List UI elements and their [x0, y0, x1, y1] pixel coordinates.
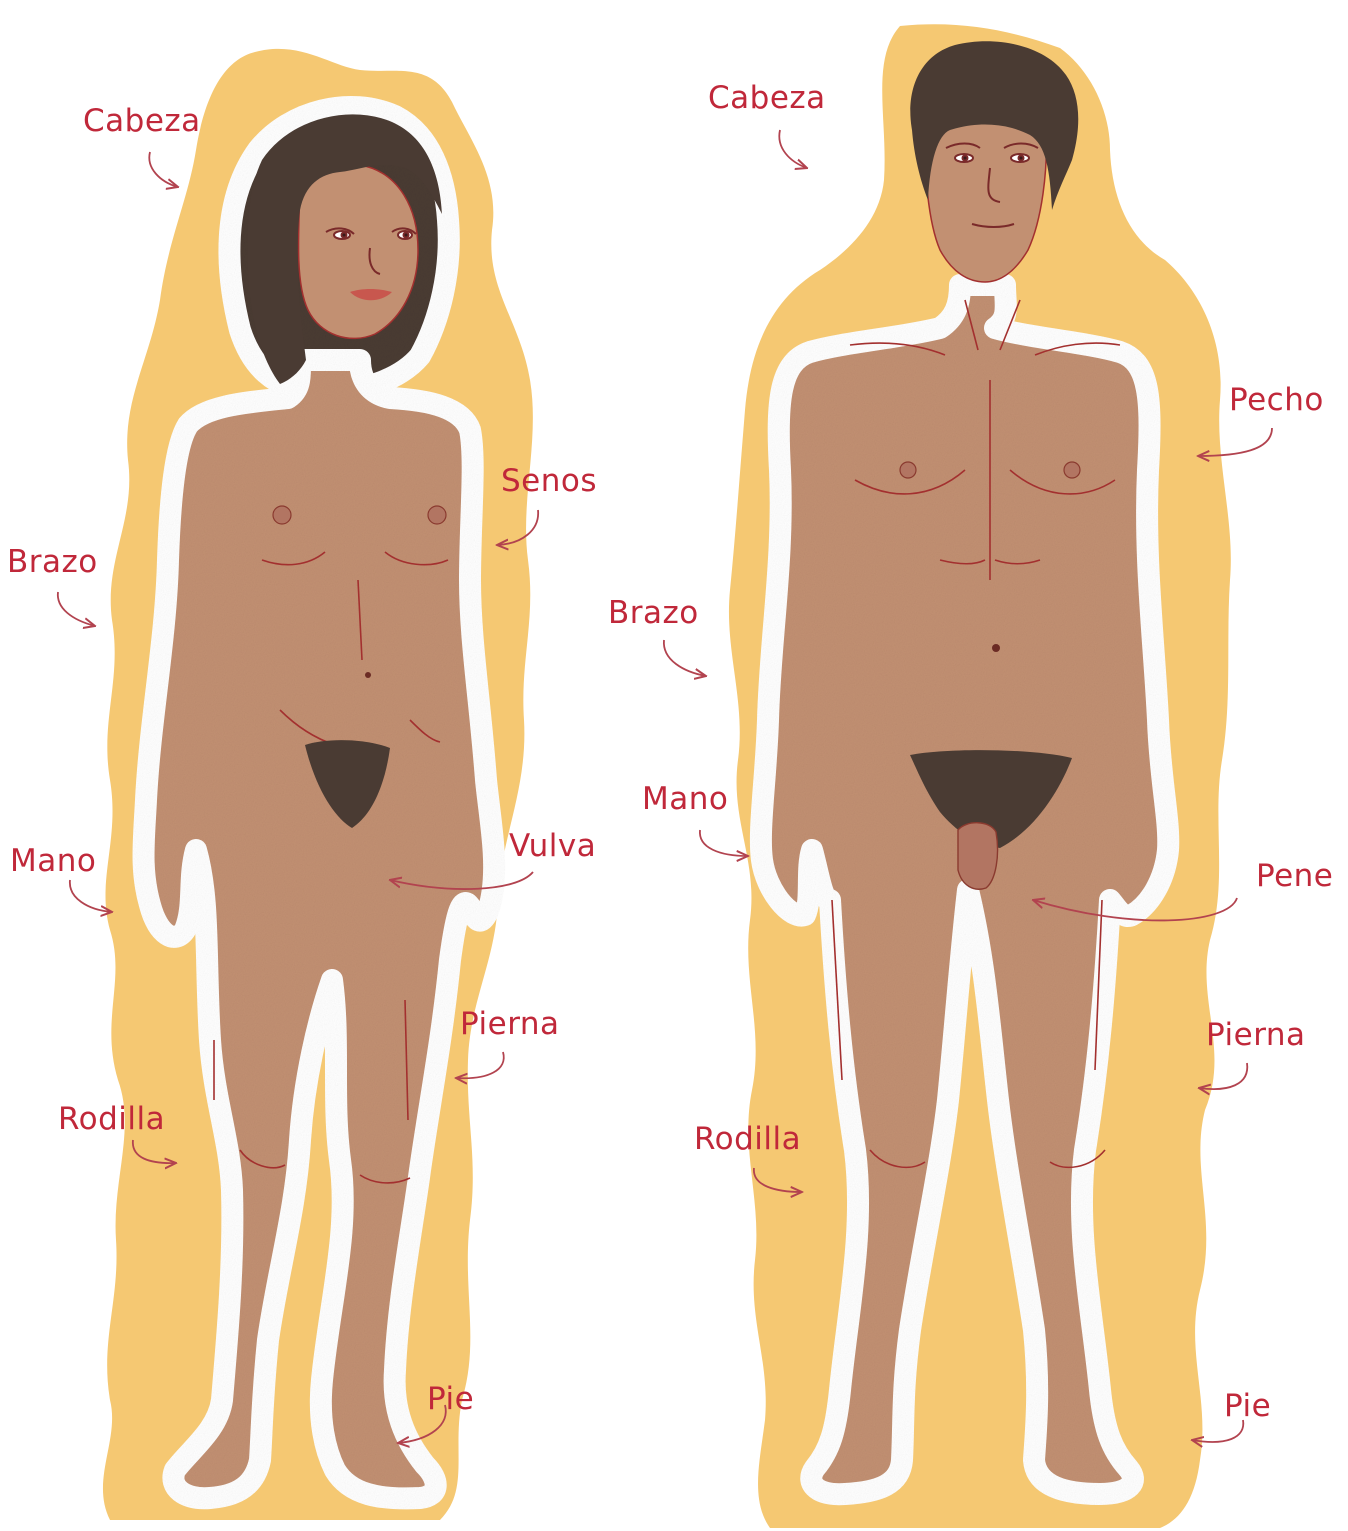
label-male-foot: Pie [1224, 1391, 1271, 1422]
arrow-male-arm [664, 640, 706, 676]
label-female-hand: Mano [10, 846, 96, 877]
male-genitals [958, 823, 998, 889]
female-figure [103, 49, 533, 1520]
label-male-leg: Pierna [1206, 1020, 1306, 1051]
arrow-male-head [779, 130, 807, 168]
label-male-arm: Brazo [608, 598, 699, 629]
label-male-chest: Pecho [1229, 385, 1324, 416]
label-female-knee: Rodilla [58, 1104, 165, 1135]
label-female-foot: Pie [427, 1384, 474, 1415]
arrow-female-arm [58, 592, 95, 626]
label-male-head: Cabeza [708, 83, 826, 114]
label-male-hand: Mano [642, 784, 728, 815]
label-female-arm: Brazo [7, 547, 98, 578]
arrow-female-head [149, 152, 178, 187]
label-male-penis: Pene [1256, 861, 1333, 892]
arrow-male-hand [700, 830, 748, 856]
label-female-leg: Pierna [460, 1009, 560, 1040]
label-female-breasts: Senos [501, 466, 597, 497]
label-male-knee: Rodilla [694, 1124, 801, 1155]
male-figure [729, 24, 1231, 1528]
label-female-head: Cabeza [83, 106, 201, 137]
female-head [298, 164, 418, 339]
label-female-vulva: Vulva [509, 831, 596, 862]
